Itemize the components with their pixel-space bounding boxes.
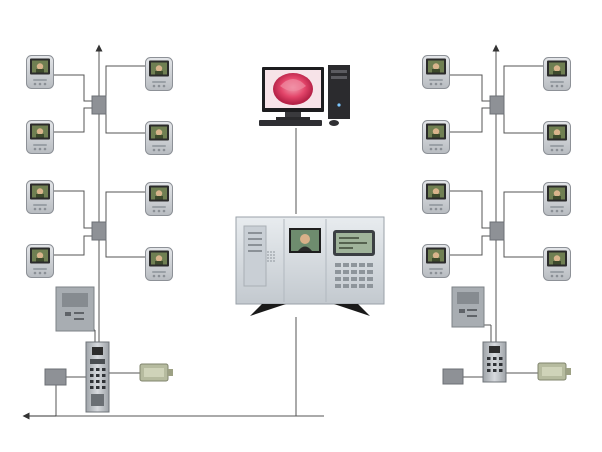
electric-lock-icon (537, 362, 571, 381)
video-intercom-monitor-icon (422, 244, 450, 278)
video-intercom-monitor-icon (543, 57, 571, 91)
video-intercom-monitor-icon (543, 182, 571, 216)
right-controller-box (442, 368, 464, 385)
guard-station-icon (55, 286, 95, 332)
guard-station-icon (451, 286, 485, 328)
video-intercom-monitor-icon (26, 120, 54, 154)
video-intercom-monitor-icon (145, 57, 173, 91)
left-distributor-upper (91, 95, 107, 115)
desktop-computer-icon (259, 65, 350, 126)
electric-lock-icon (139, 363, 173, 382)
left-distributor-lower (91, 221, 107, 241)
video-intercom-monitor-icon (422, 180, 450, 214)
management-center-console-icon (235, 216, 385, 316)
door-panel-keypad-icon (482, 341, 507, 383)
door-panel-keypad-icon (85, 341, 110, 413)
right-building-system (422, 44, 571, 385)
video-intercom-monitor-icon (145, 121, 173, 155)
video-intercom-monitor-icon (26, 180, 54, 214)
video-intercom-monitor-icon (145, 182, 173, 216)
right-monitor-wiring (450, 65, 543, 378)
management-center (22, 65, 385, 420)
video-intercom-monitor-icon (145, 247, 173, 281)
right-distributor-lower (489, 221, 505, 241)
video-intercom-monitor-icon (422, 55, 450, 89)
video-intercom-monitor-icon (26, 244, 54, 278)
video-intercom-monitor-icon (26, 55, 54, 89)
video-intercom-monitor-icon (543, 121, 571, 155)
video-intercom-monitor-icon (422, 120, 450, 154)
left-controller-box (44, 368, 67, 386)
right-distributor-upper (489, 95, 505, 115)
video-intercom-monitor-icon (543, 247, 571, 281)
